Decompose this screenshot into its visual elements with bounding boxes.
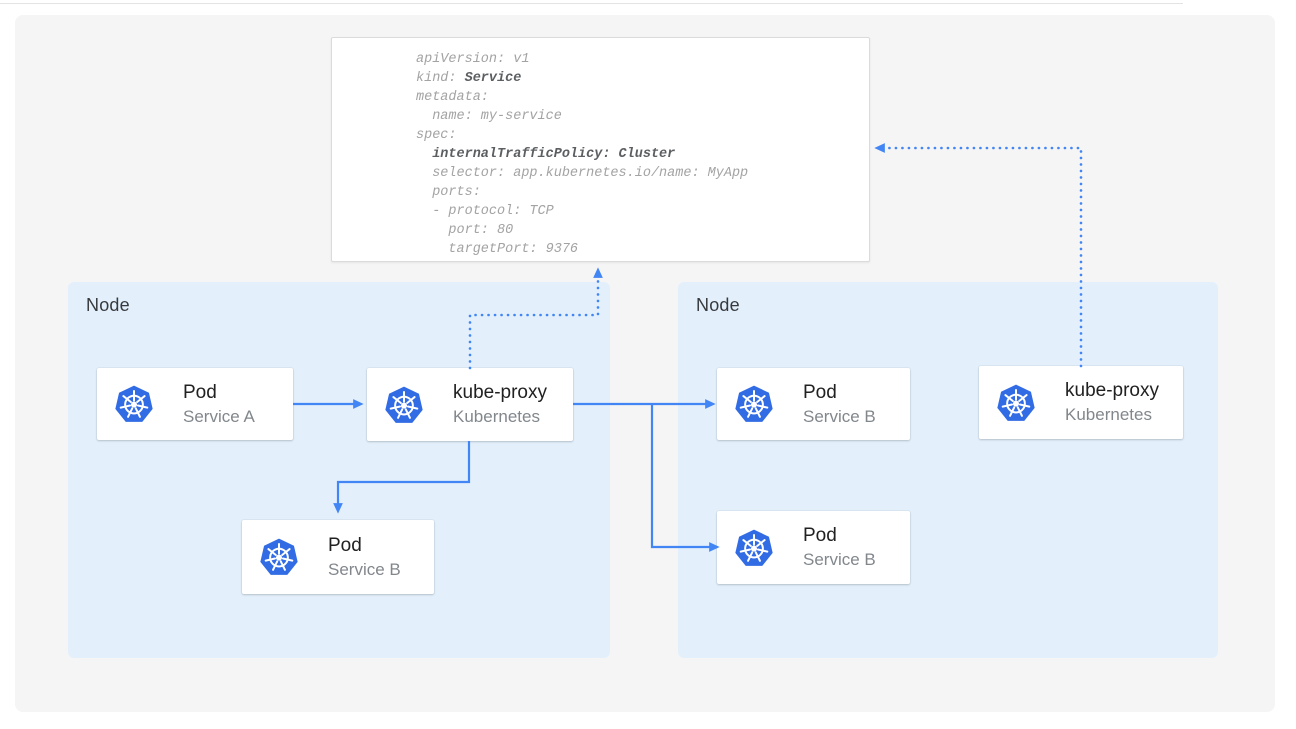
card-pod-service-a: Pod Service A bbox=[97, 368, 293, 440]
card-subtitle: Kubernetes bbox=[453, 407, 540, 426]
kubernetes-icon bbox=[995, 382, 1037, 424]
card-title: Pod bbox=[803, 381, 837, 403]
card-subtitle: Kubernetes bbox=[1065, 405, 1152, 424]
kubernetes-icon bbox=[258, 536, 300, 578]
card-title: Pod bbox=[328, 534, 362, 556]
card-pod-service-b-right-top: Pod Service B bbox=[717, 368, 910, 440]
kubernetes-icon bbox=[733, 527, 775, 569]
card-subtitle: Service B bbox=[328, 559, 401, 579]
card-subtitle: Service B bbox=[803, 406, 876, 426]
node-box-left: Node bbox=[68, 282, 610, 658]
yaml-line: ports: bbox=[416, 185, 481, 200]
service-yaml-card: apiVersion: v1 kind: Service metadata: nam… bbox=[331, 37, 870, 262]
kubernetes-icon bbox=[113, 383, 155, 425]
yaml-line: port: 80 bbox=[416, 223, 514, 238]
card-pod-service-b-right-bottom: Pod Service B bbox=[717, 511, 910, 584]
card-kube-proxy-left: kube-proxy Kubernetes bbox=[367, 368, 573, 441]
card-pod-service-b-left: Pod Service B bbox=[242, 520, 434, 594]
yaml-line: metadata: bbox=[416, 90, 489, 105]
kubernetes-icon bbox=[733, 383, 775, 425]
card-title: Pod bbox=[803, 525, 837, 546]
yaml-line: spec: bbox=[416, 128, 457, 143]
yaml-line: apiVersion: v1 bbox=[416, 52, 530, 67]
node-label: Node bbox=[86, 295, 130, 315]
yaml-code: apiVersion: v1 kind: Service metadata: nam… bbox=[332, 38, 869, 259]
yaml-line: - protocol: TCP bbox=[416, 204, 554, 219]
kubernetes-icon bbox=[383, 384, 425, 426]
card-title: kube-proxy bbox=[453, 382, 547, 403]
diagram-panel: Node Node apiVersion: v1 kind: Service met… bbox=[15, 15, 1275, 712]
card-title: Pod bbox=[183, 381, 217, 403]
yaml-line: targetPort: 9376 bbox=[416, 242, 579, 257]
node-label: Node bbox=[696, 295, 740, 315]
card-subtitle: Service A bbox=[183, 406, 255, 426]
yaml-line: internalTrafficPolicy: Cluster bbox=[432, 147, 676, 162]
top-divider bbox=[0, 3, 1183, 4]
yaml-line: selector: app.kubernetes.io/name: MyApp bbox=[416, 166, 749, 181]
card-kube-proxy-right: kube-proxy Kubernetes bbox=[979, 366, 1183, 439]
yaml-line: kind: Service bbox=[416, 71, 522, 86]
card-subtitle: Service B bbox=[803, 550, 876, 569]
yaml-line: name: my-service bbox=[416, 109, 562, 124]
card-title: kube-proxy bbox=[1065, 380, 1159, 401]
node-box-right: Node bbox=[678, 282, 1218, 658]
